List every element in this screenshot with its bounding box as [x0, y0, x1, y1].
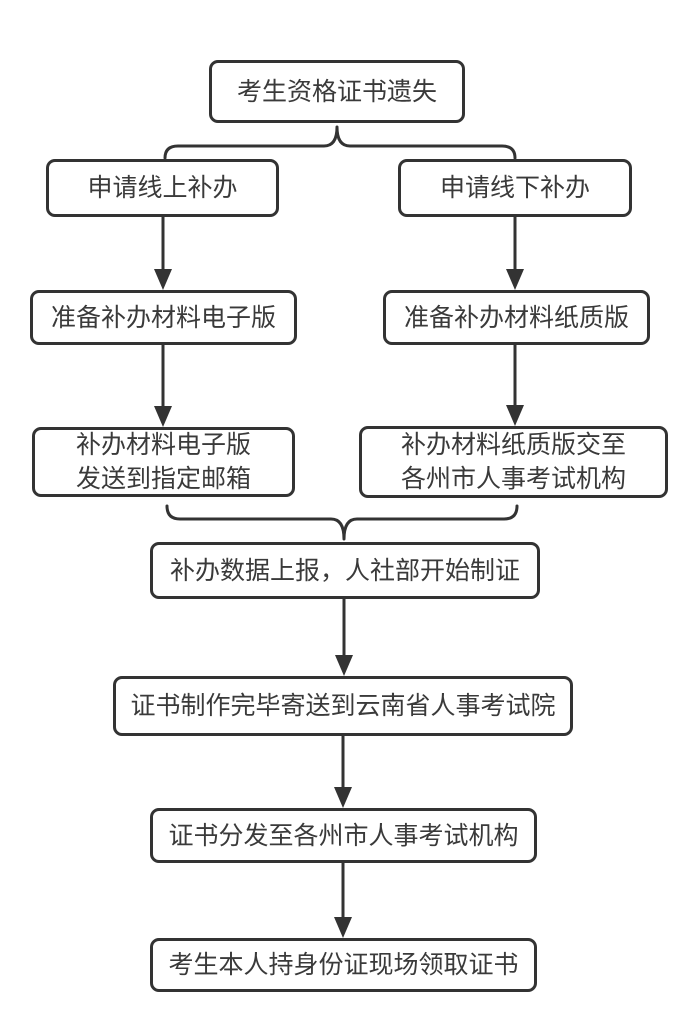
flow-node-offline-prepare: 准备补办材料纸质版 [383, 290, 650, 345]
flow-node-collect: 考生本人持身份证现场领取证书 [150, 938, 537, 992]
flow-node-start: 考生资格证书遗失 [209, 60, 465, 123]
flow-node-online-apply: 申请线上补办 [46, 159, 279, 217]
arrow-online-apply-to-prepare [154, 215, 172, 290]
flow-node-offline-submit: 补办材料纸质版交至 各州市人事考试机构 [359, 426, 668, 498]
flow-node-merge: 补办数据上报，人社部开始制证 [150, 542, 540, 599]
flow-node-online-prepare: 准备补办材料电子版 [30, 290, 297, 345]
flow-node-online-submit: 补办材料电子版 发送到指定邮箱 [32, 427, 295, 497]
flow-node-offline-apply: 申请线下补办 [398, 159, 632, 217]
brace-split-connector [163, 125, 517, 160]
arrow-merge-to-produce [335, 597, 353, 676]
arrow-produce-to-distribute [334, 734, 352, 808]
flow-node-distribute: 证书分发至各州市人事考试机构 [150, 808, 537, 863]
arrow-distribute-to-collect [334, 861, 352, 938]
flow-node-produce: 证书制作完毕寄送到云南省人事考试院 [113, 676, 573, 736]
arrow-offline-prepare-to-submit [506, 343, 524, 426]
arrow-online-prepare-to-submit [154, 343, 172, 427]
arrow-offline-apply-to-prepare [506, 215, 524, 290]
brace-merge-connector [165, 504, 519, 541]
